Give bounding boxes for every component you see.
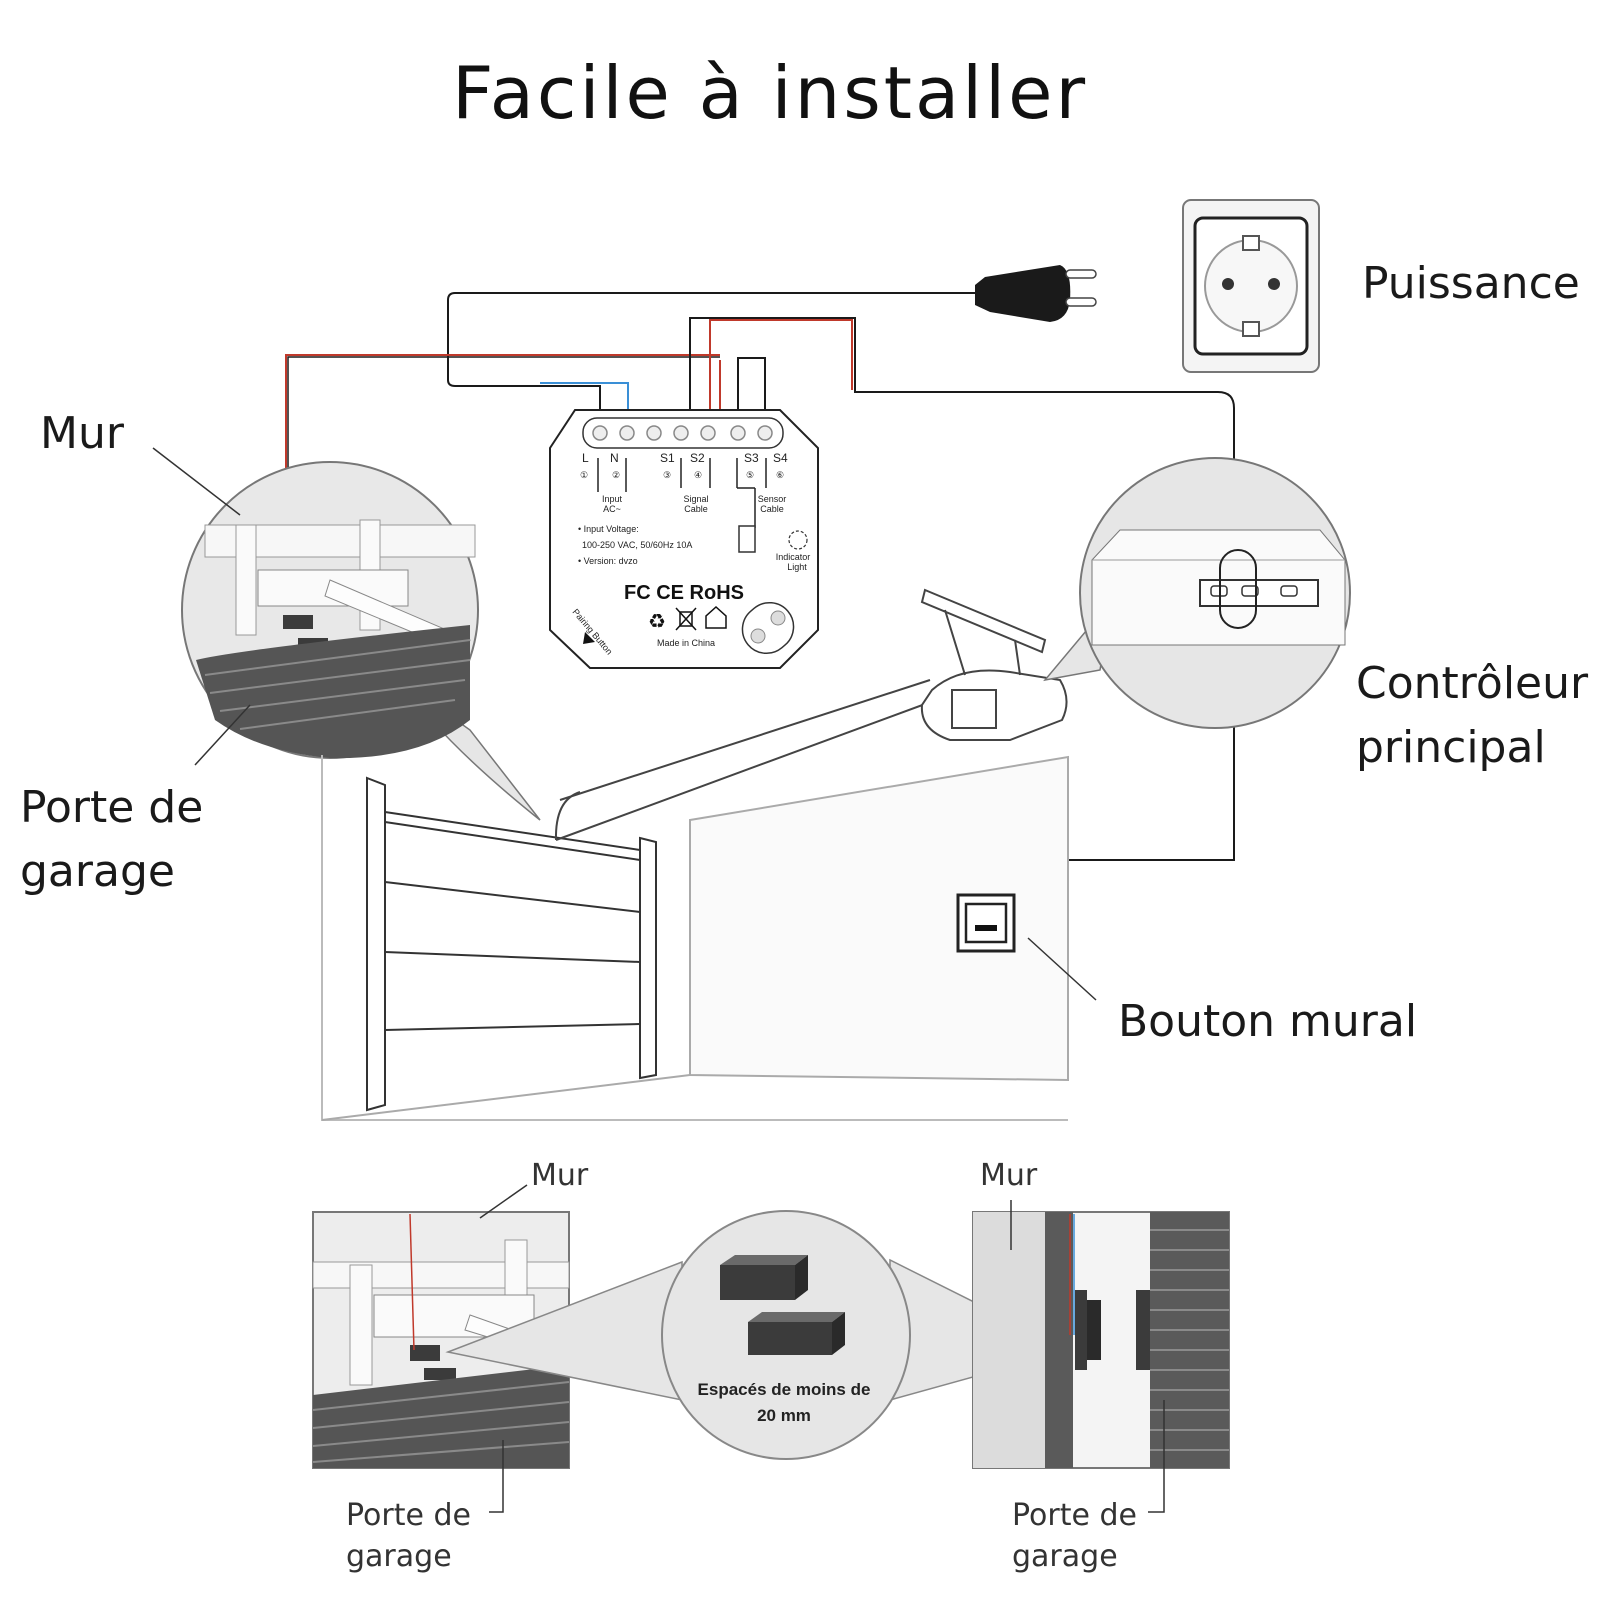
terminal-n: N xyxy=(610,451,619,465)
smart-module: L N S1 S2 S3 S4 ① ② ③ ④ ⑤ ⑥ Input AC~ Si… xyxy=(549,409,819,669)
wall-button-pointer xyxy=(1027,937,1097,1001)
left-magnifier xyxy=(181,461,541,821)
terminal-s2: S2 xyxy=(690,451,705,465)
porte-label-line2: garage xyxy=(20,846,175,897)
terminal-num-2: ② xyxy=(612,470,620,480)
sensor-label-1: Sensor xyxy=(758,494,787,504)
indicator-label-1: Indicator xyxy=(776,552,811,562)
terminal-num-4: ④ xyxy=(694,470,702,480)
bottom-left-mur-pointer xyxy=(479,1184,528,1219)
page-title: Facile à installer xyxy=(452,51,1088,135)
power-label: Puissance xyxy=(1362,258,1580,309)
porte-pointer xyxy=(194,704,251,766)
input-label-2: AC~ xyxy=(603,504,621,514)
gap-label-line1: Espacés de moins de xyxy=(698,1380,871,1399)
wall-button-label: Bouton mural xyxy=(1118,996,1417,1047)
voltage-value: 100-250 VAC, 50/60Hz 10A xyxy=(582,540,692,550)
mur-label: Mur xyxy=(40,408,125,459)
terminal-screws xyxy=(592,425,773,441)
gap-label-line2: 20 mm xyxy=(757,1406,811,1425)
terminal-num-3: ③ xyxy=(663,470,671,480)
wall-button-icon xyxy=(956,893,1016,953)
bottom-left-porte-line1: Porte de xyxy=(346,1498,471,1533)
pairing-arrow-icon xyxy=(583,632,595,644)
bottom-right-panel xyxy=(972,1211,1230,1469)
input-voltage-label: • Input Voltage: xyxy=(578,524,639,534)
bottom-left-porte-line2: garage xyxy=(346,1539,452,1574)
bottom-left-porte-pointer xyxy=(489,1440,504,1513)
weee-bin-icon xyxy=(675,607,697,631)
left-bottom-sensor-icon xyxy=(410,1345,440,1361)
magnet-top-icon xyxy=(720,1255,808,1300)
indicator-label-2: Light xyxy=(787,562,807,572)
sensor-symbol-icon xyxy=(738,525,756,553)
controller-label-line2: principal xyxy=(1356,722,1546,773)
terminal-s3: S3 xyxy=(744,451,759,465)
version-label: • Version: dvzo xyxy=(578,556,638,566)
controller-magnifier xyxy=(1043,457,1351,729)
recycle-icon: ♻ xyxy=(648,609,666,633)
left-sensor-magnet-icon xyxy=(283,615,313,629)
terminal-num-5: ⑤ xyxy=(746,470,754,480)
magnet-bottom-icon xyxy=(748,1312,845,1355)
signal-label-1: Signal xyxy=(683,494,708,504)
indicator-light-icon xyxy=(788,530,808,550)
mur-pointer xyxy=(152,447,241,516)
bottom-right-porte-line1: Porte de xyxy=(1012,1498,1137,1533)
garage-room xyxy=(321,588,1069,1121)
terminal-num-6: ⑥ xyxy=(776,470,784,480)
terminal-l: L xyxy=(582,451,589,465)
bottom-right-porte-line2: garage xyxy=(1012,1539,1118,1574)
terminal-s4: S4 xyxy=(773,451,788,465)
power-plug-icon xyxy=(975,265,1097,322)
terminal-s1: S1 xyxy=(660,451,675,465)
bottom-left-mur-label: Mur xyxy=(531,1158,589,1193)
made-in-label: Made in China xyxy=(657,638,715,648)
pairing-button[interactable] xyxy=(733,593,804,663)
bottom-right-mur-label: Mur xyxy=(980,1158,1038,1193)
terminal-num-1: ① xyxy=(580,470,588,480)
input-label-1: Input xyxy=(602,494,623,504)
signal-label-2: Cable xyxy=(684,504,708,514)
porte-label-line1: Porte de xyxy=(20,782,203,833)
bottom-right-porte-pointer xyxy=(1148,1400,1165,1513)
sensor-label-2: Cable xyxy=(760,504,784,514)
power-socket-icon xyxy=(1182,199,1320,373)
controller-label-line1: Contrôleur xyxy=(1356,658,1589,709)
certification-marks: FC CE RoHS xyxy=(624,582,744,604)
indoor-use-icon xyxy=(705,605,727,629)
right-bottom-sensor-icon xyxy=(1075,1290,1087,1370)
